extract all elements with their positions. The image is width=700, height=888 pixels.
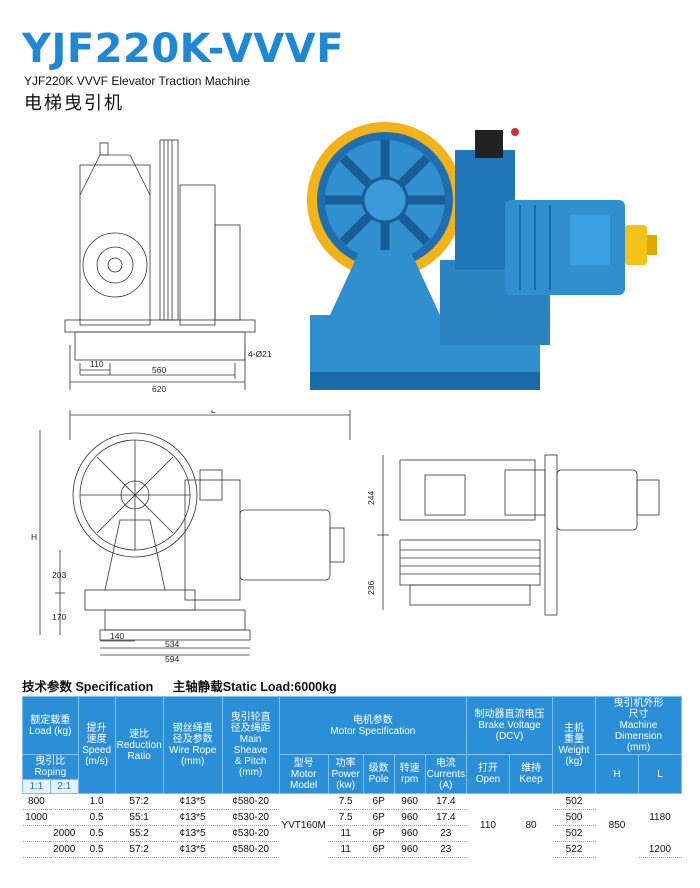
dim-594: 594 <box>165 654 179 664</box>
cell-speed: 0.5 <box>78 825 116 842</box>
dim-L: L <box>211 410 216 415</box>
cell-weight: 502 <box>552 825 596 842</box>
th-roping-1-1: 1:1 <box>22 779 51 794</box>
th-rpm: 转速 rpm <box>393 754 426 794</box>
cell-pole: 6P <box>363 841 395 858</box>
cell-weight: 500 <box>552 809 596 826</box>
cell-r21: 2000 <box>50 825 79 842</box>
side-view-drawing: 244 236 <box>366 454 660 616</box>
cell-power: 11 <box>328 841 364 858</box>
cell-pole: 6P <box>363 809 395 826</box>
static-load: 主轴静载Static Load:6000kg <box>172 680 337 694</box>
cell-ratio: 57:2 <box>115 793 164 810</box>
cell-rope: ¢13*5 <box>163 793 223 810</box>
th-roping: 曳引比 Roping <box>22 754 79 780</box>
cell-rpm: 960 <box>394 793 426 810</box>
cell-rope: ¢13*5 <box>163 841 223 858</box>
th-h: H <box>595 754 639 794</box>
cell-pole: 6P <box>363 793 395 810</box>
dim-560: 560 <box>152 365 166 375</box>
th-pole: 级数 Pole <box>362 754 395 794</box>
th-weight: 主机 重量 Weight (kg) <box>552 696 596 794</box>
dim-244: 244 <box>366 491 376 505</box>
cell-current: 17.4 <box>425 793 467 810</box>
cell-rope: ¢13*5 <box>163 809 223 826</box>
cell-sheave: ¢580-20 <box>222 841 280 858</box>
dim-H: H <box>31 532 37 542</box>
cell-l-top: 1180 <box>649 812 671 824</box>
th-model: 型号 Motor Model <box>278 754 329 794</box>
cell-weight: 502 <box>552 793 596 810</box>
cell-ratio: 55:2 <box>115 825 164 842</box>
th-load: 额定载重 Load (kg) <box>22 696 79 755</box>
table-row: 2000 0.5 55:2 ¢13*5 ¢530-20 11 6P 960 23… <box>22 825 682 842</box>
dim-534: 534 <box>165 639 179 649</box>
cell-sheave: ¢530-20 <box>222 825 280 842</box>
th-ratio: 速比 Reduction Ratio <box>114 696 164 794</box>
table-row: 2000 0.5 57:2 ¢13*5 ¢580-20 11 6P 960 23… <box>22 841 682 858</box>
dim-620: 620 <box>152 384 166 394</box>
cell-ratio: 55:1 <box>115 809 164 826</box>
cell-r21 <box>50 793 79 810</box>
th-power: 功率 Power (kw) <box>327 754 364 794</box>
cell-r11: 800 <box>22 793 51 810</box>
page-title: YJF220K-VVVF <box>22 26 345 72</box>
dim-236: 236 <box>366 581 376 595</box>
cell-h: 850 <box>608 820 626 832</box>
spec-table: 额定载重 Load (kg) 提升 速度 Speed (m/s) 速比 Redu… <box>22 696 682 858</box>
cell-rope: ¢13*5 <box>163 825 223 842</box>
dim-203: 203 <box>52 570 66 580</box>
dim-bolt: 4-Ø21 <box>248 349 272 359</box>
cell-open: 110 <box>480 820 496 832</box>
cell-r21 <box>50 809 79 826</box>
cell-pole: 6P <box>363 825 395 842</box>
cell-speed: 0.5 <box>78 841 116 858</box>
table-row: 1000 0.5 55:1 ¢13*5 ¢530-20 7.5 6P 960 1… <box>22 809 682 826</box>
cell-l-bottom: 1200 <box>638 841 682 858</box>
cell-r11: 1000 <box>22 809 51 826</box>
th-current: 电流 Currents (A) <box>424 754 468 794</box>
th-motor-spec: 电机参数 Motor Specification <box>278 696 468 755</box>
th-open: 打开 Open <box>466 754 510 794</box>
cell-power: 7.5 <box>328 809 364 826</box>
spec-label: 技术参数 Specification <box>22 680 154 694</box>
chinese-title: 电梯曳引机 <box>24 93 124 114</box>
cell-rpm: 960 <box>394 825 426 842</box>
th-brake: 制动器直流电压 Brake Voltage (DCV) <box>466 696 553 755</box>
th-dimension: 曳引机外形 尺寸 Machine Dimension (mm) <box>595 696 682 755</box>
cell-power: 7.5 <box>328 793 364 810</box>
cell-speed: 0.5 <box>78 809 116 826</box>
th-speed: 提升 速度 Speed (m/s) <box>77 696 116 794</box>
th-roping-2-1: 2:1 <box>49 779 79 794</box>
cell-ratio: 57:2 <box>115 841 164 858</box>
cell-r11 <box>22 825 51 842</box>
cell-weight: 522 <box>552 841 596 858</box>
spec-heading: 技术参数 Specification 主轴静载Static Load:6000k… <box>22 676 353 695</box>
cell-rpm: 960 <box>394 841 426 858</box>
cell-r21: 2000 <box>50 841 79 858</box>
traction-machine-photo <box>307 122 657 390</box>
cell-r11 <box>22 841 51 858</box>
top-view-drawing: 110 560 620 4-Ø21 <box>64 139 272 394</box>
dim-170: 170 <box>52 612 66 622</box>
cell-rpm: 960 <box>394 809 426 826</box>
cell-current: 23 <box>425 825 467 842</box>
cell-current: 23 <box>425 841 467 858</box>
cell-sheave: ¢580-20 <box>222 793 280 810</box>
table-row: 800 1.0 57:2 ¢13*5 ¢580-20 YVT160M 7.5 6… <box>22 793 682 831</box>
th-sheave: 曳引轮直 径及绳距 Main Sheave & Pitch (mm) <box>221 696 280 794</box>
front-view-drawing: L H 203 170 140 534 594 <box>31 410 351 664</box>
page-subtitle: YJF220K VVVF Elevator Traction Machine <box>24 74 251 88</box>
dim-140: 140 <box>110 631 124 641</box>
cell-power: 11 <box>328 825 364 842</box>
cell-sheave: ¢530-20 <box>222 809 280 826</box>
th-keep: 维持 Keep <box>509 754 553 794</box>
cell-current: 17.4 <box>425 809 467 826</box>
th-rope: 钢丝绳直 径及参数 Wire Rope (mm) <box>162 696 223 794</box>
th-l: L <box>638 754 682 794</box>
cell-speed: 1.0 <box>78 793 116 810</box>
cell-model: YVT160M <box>281 820 326 832</box>
dim-110: 110 <box>90 359 104 369</box>
cell-keep: 80 <box>525 820 537 832</box>
